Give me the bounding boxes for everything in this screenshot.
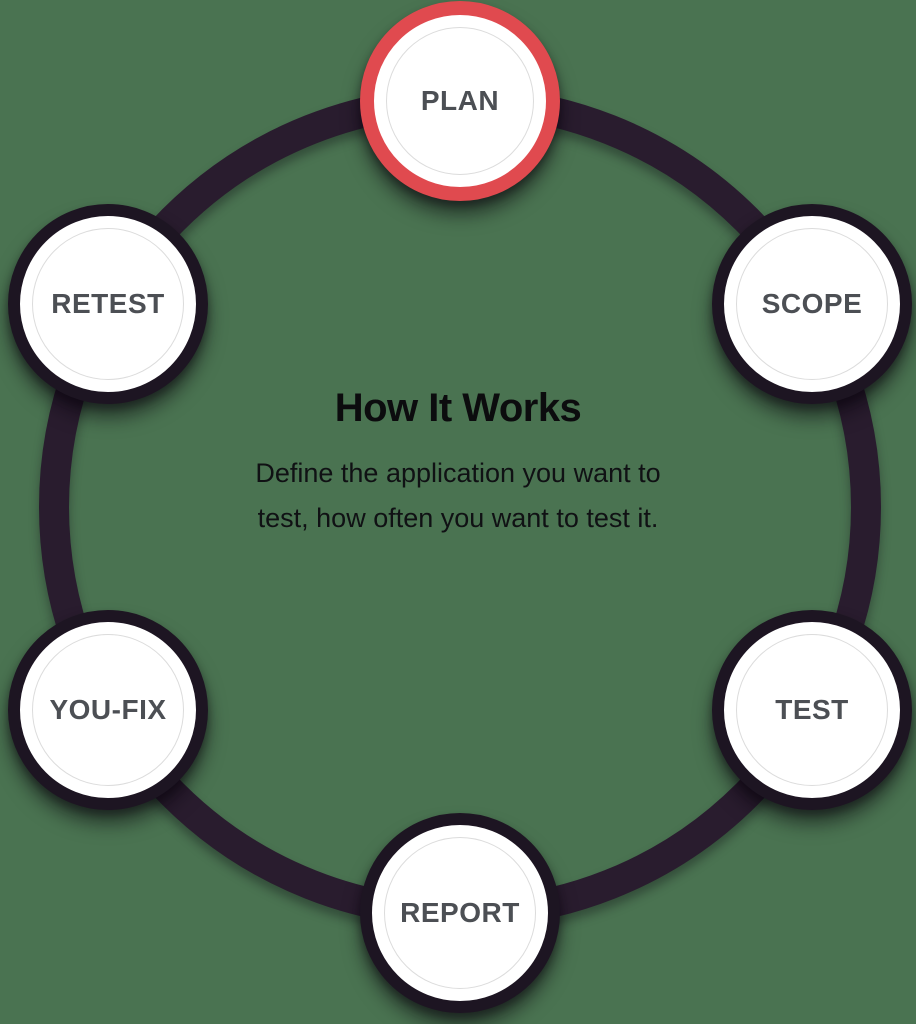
step-label-report: REPORT: [400, 897, 520, 928]
step-node-test[interactable]: TEST: [712, 610, 912, 810]
center-text-block: How It Works Define the application you …: [253, 386, 663, 540]
step-label-you-fix: YOU-FIX: [49, 694, 167, 725]
step-node-scope[interactable]: SCOPE: [712, 204, 912, 404]
step-node-report[interactable]: REPORT: [360, 813, 560, 1013]
step-label-plan: PLAN: [420, 85, 500, 116]
step-node-you-fix[interactable]: YOU-FIX: [8, 610, 208, 810]
diagram-title: How It Works: [334, 386, 582, 430]
step-label-scope: SCOPE: [761, 288, 863, 319]
step-label-test: TEST: [775, 694, 849, 725]
diagram-description: Define the application you want to test,…: [255, 458, 661, 533]
step-node-plan[interactable]: PLAN: [360, 1, 560, 201]
step-node-retest[interactable]: RETEST: [8, 204, 208, 404]
step-label-retest: RETEST: [51, 288, 165, 319]
